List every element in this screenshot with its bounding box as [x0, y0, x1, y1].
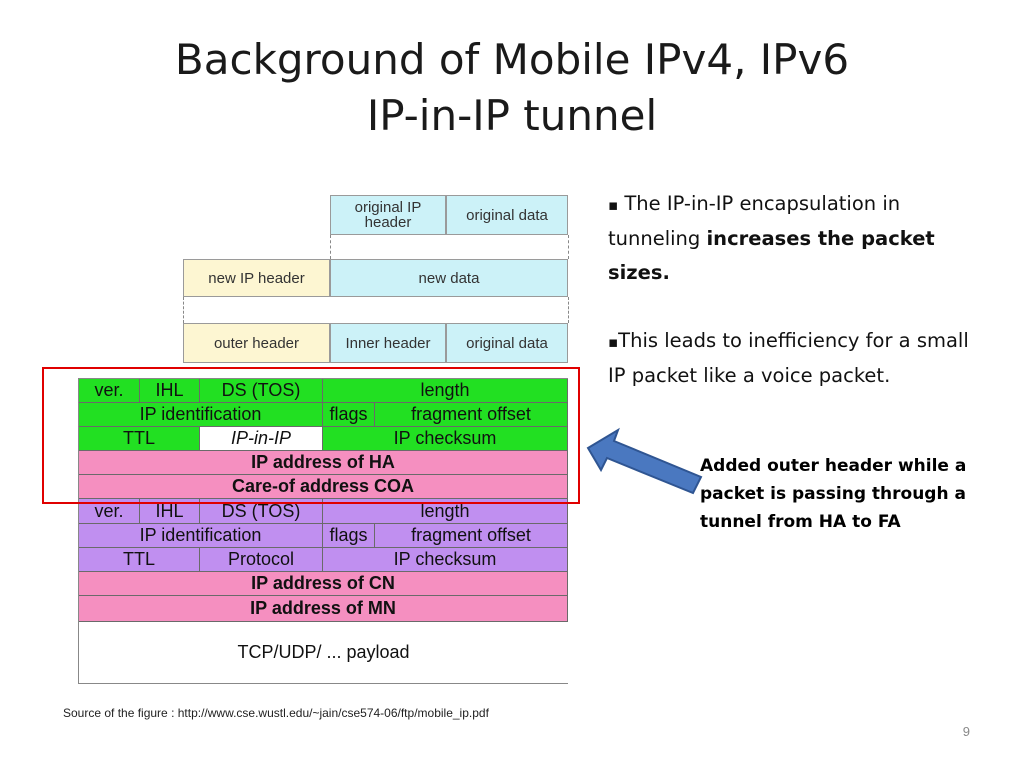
- payload-field: TCP/UDP/ ... payload: [79, 622, 568, 683]
- bullet-2-text: This leads to inefficiency for a small I…: [608, 329, 969, 387]
- outer-ihl-field: IHL: [140, 379, 200, 403]
- inner-header-box: Inner header: [330, 323, 446, 363]
- inner-ip-identification-field: IP identification: [79, 524, 323, 548]
- dashed-guide: [183, 297, 184, 323]
- new-data-label: new data: [418, 269, 480, 287]
- pointer-arrow: [586, 427, 703, 495]
- slide-title: Background of Mobile IPv4, IPv6 IP-in-IP…: [0, 32, 1024, 144]
- original-ip-header-box: original IP header: [330, 195, 446, 235]
- dashed-guide: [568, 235, 569, 259]
- title-line-1: Background of Mobile IPv4, IPv6: [174, 35, 850, 84]
- ip-address-ha-field: IP address of HA: [79, 451, 568, 475]
- outer-ver-field: ver.: [79, 379, 140, 403]
- ip-in-ip-field: IP-in-IP: [200, 427, 323, 451]
- inner-fragment-offset-field: fragment offset: [375, 524, 568, 548]
- bullet-list: ▪ The IP-in-IP encapsulation in tunnelin…: [608, 187, 988, 427]
- outer-fragment-offset-field: fragment offset: [375, 403, 568, 427]
- bullet-marker-icon: ▪: [608, 333, 619, 351]
- care-of-address-field: Care-of address COA: [79, 475, 568, 499]
- bullet-marker-icon: ▪: [608, 196, 619, 214]
- original-data-box: original data: [446, 195, 568, 235]
- dashed-guide: [330, 235, 331, 259]
- inner-ttl-field: TTL: [79, 548, 200, 572]
- inner-ip-checksum-field: IP checksum: [323, 548, 568, 572]
- inner-flags-field: flags: [323, 524, 375, 548]
- outer-header-highlight: [42, 367, 580, 504]
- title-line-2: IP-in-IP tunnel: [366, 91, 658, 140]
- page-number: 9: [962, 724, 970, 739]
- outer-length-field: length: [323, 379, 568, 403]
- arrow-shape: [586, 427, 703, 495]
- bullet-2: ▪This leads to inefficiency for a small …: [608, 324, 988, 393]
- outer-flags-field: flags: [323, 403, 375, 427]
- outer-ip-checksum-field: IP checksum: [323, 427, 568, 451]
- ip-header-grid: ver. IHL DS (TOS) length IP identificati…: [78, 378, 568, 684]
- inner-protocol-field: Protocol: [200, 548, 323, 572]
- original-data-label: original data: [466, 206, 548, 224]
- outer-header-label: outer header: [213, 334, 300, 352]
- new-ip-header-box: new IP header: [183, 259, 330, 297]
- added-header-note: Added outer header while a packet is pas…: [700, 456, 967, 532]
- ip-address-mn-field: IP address of MN: [79, 596, 568, 622]
- outer-ds-field: DS (TOS): [200, 379, 323, 403]
- figure-source: Source of the figure : http://www.cse.wu…: [63, 706, 489, 720]
- outer-header-box: outer header: [183, 323, 330, 363]
- original-data-box-2: original data: [446, 323, 568, 363]
- new-data-box: new data: [330, 259, 568, 297]
- bullet-1: ▪ The IP-in-IP encapsulation in tunnelin…: [608, 187, 988, 290]
- original-ip-header-label: original IP header: [354, 199, 422, 231]
- bullet-1-text: The IP-in-IP encapsulation in tunneling: [608, 192, 901, 250]
- outer-ttl-field: TTL: [79, 427, 200, 451]
- original-data-label-2: original data: [466, 334, 548, 352]
- dashed-guide: [568, 297, 569, 323]
- inner-header-label: Inner header: [345, 334, 431, 352]
- bullet-1-bold: increases the packet sizes.: [608, 227, 935, 284]
- ip-address-cn-field: IP address of CN: [79, 572, 568, 596]
- new-ip-header-label: new IP header: [208, 269, 305, 287]
- outer-ip-identification-field: IP identification: [79, 403, 323, 427]
